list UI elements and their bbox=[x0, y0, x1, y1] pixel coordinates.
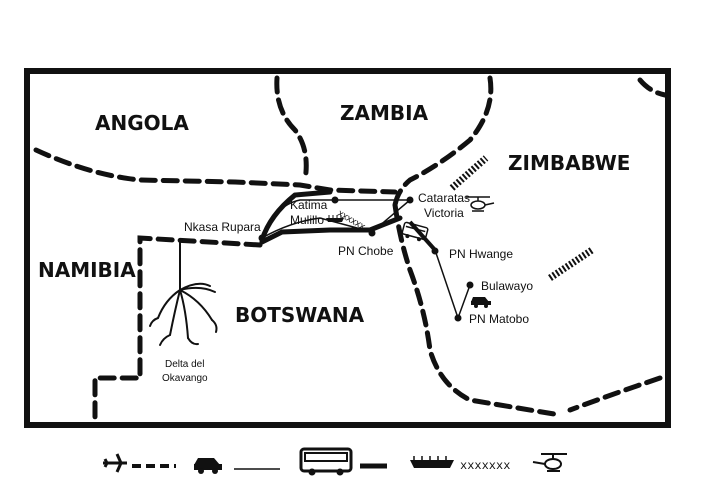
legend: xxxxxxx bbox=[103, 447, 567, 476]
plane-icon bbox=[103, 453, 127, 473]
dot-pn-chobe bbox=[368, 229, 376, 237]
angola-zambia-border bbox=[33, 147, 398, 195]
zambia-east-border bbox=[392, 75, 494, 208]
zambia-west-border bbox=[274, 75, 309, 183]
helicopter-icon bbox=[532, 453, 567, 472]
zimbabwe-ne-border bbox=[637, 77, 668, 98]
dot-pn-hwange bbox=[431, 247, 439, 255]
road-nkasa-katima bbox=[261, 199, 335, 239]
label-zimbabwe: ZIMBABWE bbox=[508, 151, 630, 175]
dot-cataratas bbox=[406, 196, 414, 204]
label-pn-hwange: PN Hwange bbox=[449, 247, 513, 261]
road-chobe-cataratas bbox=[371, 199, 411, 233]
label-angola: ANGOLA bbox=[95, 111, 189, 135]
bus-route bbox=[408, 220, 437, 252]
car-icon bbox=[471, 297, 491, 308]
helicopter-icon bbox=[466, 196, 495, 212]
label-namibia: NAMIBIA bbox=[38, 258, 136, 282]
car-icon bbox=[194, 458, 222, 474]
okavango-delta bbox=[149, 239, 218, 346]
label-cataratas: Cataratas bbox=[418, 191, 470, 205]
dot-bulawayo bbox=[466, 281, 474, 289]
label-mulillo: Mulillo bbox=[290, 213, 324, 227]
boat-icon bbox=[326, 215, 344, 222]
dot-nkasa-rupara bbox=[258, 234, 266, 242]
map-frame bbox=[24, 68, 671, 428]
dot-pn-matobo bbox=[454, 314, 462, 322]
country-borders bbox=[33, 75, 668, 423]
label-katima: Katima bbox=[290, 198, 328, 212]
boat-icon bbox=[410, 456, 454, 468]
bus-icon bbox=[401, 221, 429, 242]
zimbabwe-botswana-border bbox=[392, 202, 563, 418]
location-dots bbox=[258, 196, 474, 322]
dot-katima bbox=[331, 196, 339, 204]
label-victoria: Victoria bbox=[424, 206, 464, 220]
legend-boat-marker: xxxxxxx bbox=[460, 459, 510, 473]
label-botswana: BOTSWANA bbox=[235, 303, 365, 327]
label-pn-matobo: PN Matobo bbox=[469, 312, 529, 326]
label-okavango: Okavango bbox=[162, 373, 208, 384]
road-nkasa-chobe bbox=[261, 217, 373, 239]
flight-paths bbox=[449, 155, 594, 281]
label-pn-chobe: PN Chobe bbox=[338, 244, 394, 258]
label-bulawayo: Bulawayo bbox=[481, 279, 533, 293]
label-nkasa-rupara: Nkasa Rupara bbox=[184, 220, 261, 234]
zimbabwe-south-border bbox=[567, 375, 663, 413]
bus-icon bbox=[299, 447, 353, 476]
label-delta-del: Delta del bbox=[165, 359, 204, 370]
label-zambia: ZAMBIA bbox=[340, 101, 429, 125]
